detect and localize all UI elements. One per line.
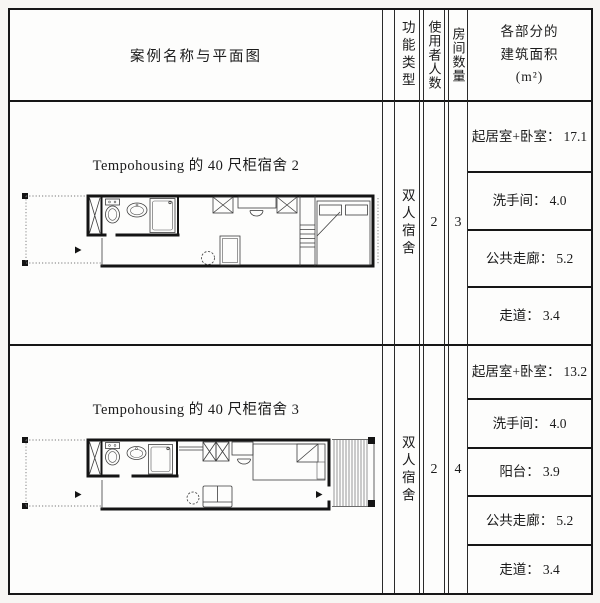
- room-count-value: 3: [454, 215, 462, 230]
- case-row: Tempohousing 的 40 尺柜宿舍 2: [10, 100, 382, 344]
- stairs-icon: [299, 196, 316, 266]
- area-breakdown-cell: 起居室+卧室： 13.2 洗手间： 4.0 阳台： 3.9 公共走廊： 5.2 …: [467, 344, 591, 593]
- area-label: 洗手间：: [492, 415, 547, 431]
- area-value: 3.4: [542, 308, 560, 324]
- area-item: 洗手间： 4.0: [468, 398, 591, 447]
- area-value: 5.2: [556, 250, 574, 266]
- spacer-col: [382, 10, 394, 100]
- spacer-col: [382, 344, 394, 593]
- area-label: 起居室+卧室：: [471, 364, 561, 380]
- function-type-value: 双人宿舍: [399, 434, 415, 505]
- case-comparison-table: 案例名称与平面图 功能类型 使用者人数 房间数量 各部分的 建筑面积 (m²) …: [8, 8, 593, 595]
- area-value: 13.2: [563, 364, 588, 380]
- spacer-col: [444, 10, 448, 100]
- area-item: 公共走廊： 5.2: [468, 229, 591, 286]
- area-value: 17.1: [563, 128, 588, 144]
- shelf-lines: [179, 446, 203, 451]
- area-item: 阳台： 3.9: [468, 447, 591, 495]
- area-item: 公共走廊： 5.2: [468, 495, 591, 544]
- area-item: 起居室+卧室： 17.1: [468, 102, 591, 171]
- closet-icon: [89, 197, 101, 234]
- function-type-cell: 双人宿舍: [394, 344, 419, 593]
- header-function-type: 功能类型: [394, 10, 419, 100]
- entry-arrow-icon: [75, 246, 82, 254]
- user-count-value: 2: [430, 215, 438, 230]
- container-walls: [86, 194, 375, 268]
- area-label: 起居室+卧室：: [471, 128, 561, 144]
- case-title: Tempohousing 的 40 尺柜宿舍 2: [92, 158, 300, 174]
- closet-icon: [89, 441, 101, 475]
- header-rooms-label: 房间数量: [450, 27, 466, 83]
- user-count-value: 2: [430, 461, 438, 477]
- area-value: 4.0: [549, 415, 567, 431]
- area-label: 洗手间：: [492, 193, 547, 209]
- sink-icon: [126, 202, 148, 218]
- corridor-dashed-outline: [22, 437, 102, 509]
- spacer-col: [419, 100, 423, 344]
- area-value: 3.4: [542, 561, 560, 577]
- balcony-door-arrow-icon: [316, 491, 323, 498]
- wardrobe-icon: [202, 441, 230, 462]
- entry-arrow-icon: [75, 491, 82, 498]
- floor-plan-dorm-2: [22, 193, 379, 268]
- function-type-cell: 双人宿舍: [394, 100, 419, 344]
- area-item: 洗手间： 4.0: [468, 171, 591, 229]
- balcony-decking: [332, 437, 375, 507]
- header-function-label: 功能类型: [399, 20, 415, 90]
- toilet-icon: [105, 198, 120, 224]
- header-room-count: 房间数量: [448, 10, 467, 100]
- sink-icon: [126, 446, 147, 460]
- shower-icon: [148, 444, 173, 475]
- room-count-value: 4: [454, 461, 462, 477]
- wardrobe-icon: [276, 196, 298, 214]
- bed-icon: [316, 200, 371, 266]
- sofa-icon: [202, 485, 233, 508]
- area-value: 4.0: [549, 193, 567, 209]
- swivel-chair-icon: [201, 251, 215, 265]
- swivel-chair-icon: [186, 491, 200, 505]
- area-label: 走道：: [499, 308, 540, 324]
- header-area-per-part: 各部分的 建筑面积 (m²): [467, 10, 591, 100]
- spacer-col: [444, 344, 448, 593]
- area-item: 走道： 3.4: [468, 286, 591, 344]
- wardrobe-icon: [212, 196, 234, 214]
- area-value: 5.2: [556, 512, 574, 528]
- shower-icon: [149, 198, 176, 233]
- case-row: Tempohousing 的 40 尺柜宿舍 3: [10, 344, 382, 593]
- area-item: 起居室+卧室： 13.2: [468, 346, 591, 398]
- area-label: 阳台：: [499, 464, 540, 480]
- desk-icon: [231, 441, 254, 465]
- spacer-col: [419, 10, 423, 100]
- container-walls: [86, 438, 331, 511]
- header-area-label: 各部分的 建筑面积 (m²): [500, 23, 559, 85]
- cabinet-icon: [219, 235, 241, 266]
- area-label: 走道：: [499, 561, 540, 577]
- case-title: Tempohousing 的 40 尺柜宿舍 3: [92, 402, 300, 418]
- function-type-value: 双人宿舍: [399, 188, 415, 258]
- spacer-col: [444, 100, 448, 344]
- user-count-cell: 2: [423, 344, 444, 593]
- area-label: 公共走廊：: [485, 512, 554, 528]
- bed-icon: [252, 443, 326, 481]
- toilet-icon: [105, 442, 120, 466]
- area-label: 公共走廊：: [485, 250, 554, 266]
- spacer-col: [382, 100, 394, 344]
- header-user-count: 使用者人数: [423, 10, 444, 100]
- room-count-cell: 3: [448, 100, 467, 344]
- header-case-label: 案例名称与平面图: [130, 48, 262, 65]
- area-item: 走道： 3.4: [468, 544, 591, 593]
- header-case-and-plan: 案例名称与平面图: [10, 10, 382, 100]
- area-value: 3.9: [542, 464, 560, 480]
- floor-plan-dorm-3: [22, 437, 375, 511]
- desk-icon: [237, 196, 277, 217]
- user-count-cell: 2: [423, 100, 444, 344]
- header-users-label: 使用者人数: [426, 20, 442, 90]
- room-count-cell: 4: [448, 344, 467, 593]
- area-breakdown-cell: 起居室+卧室： 17.1 洗手间： 4.0 公共走廊： 5.2 走道： 3.4: [467, 100, 591, 344]
- nightstand: [316, 461, 326, 480]
- corridor-dashed-outline: [22, 193, 102, 266]
- spacer-col: [419, 344, 423, 593]
